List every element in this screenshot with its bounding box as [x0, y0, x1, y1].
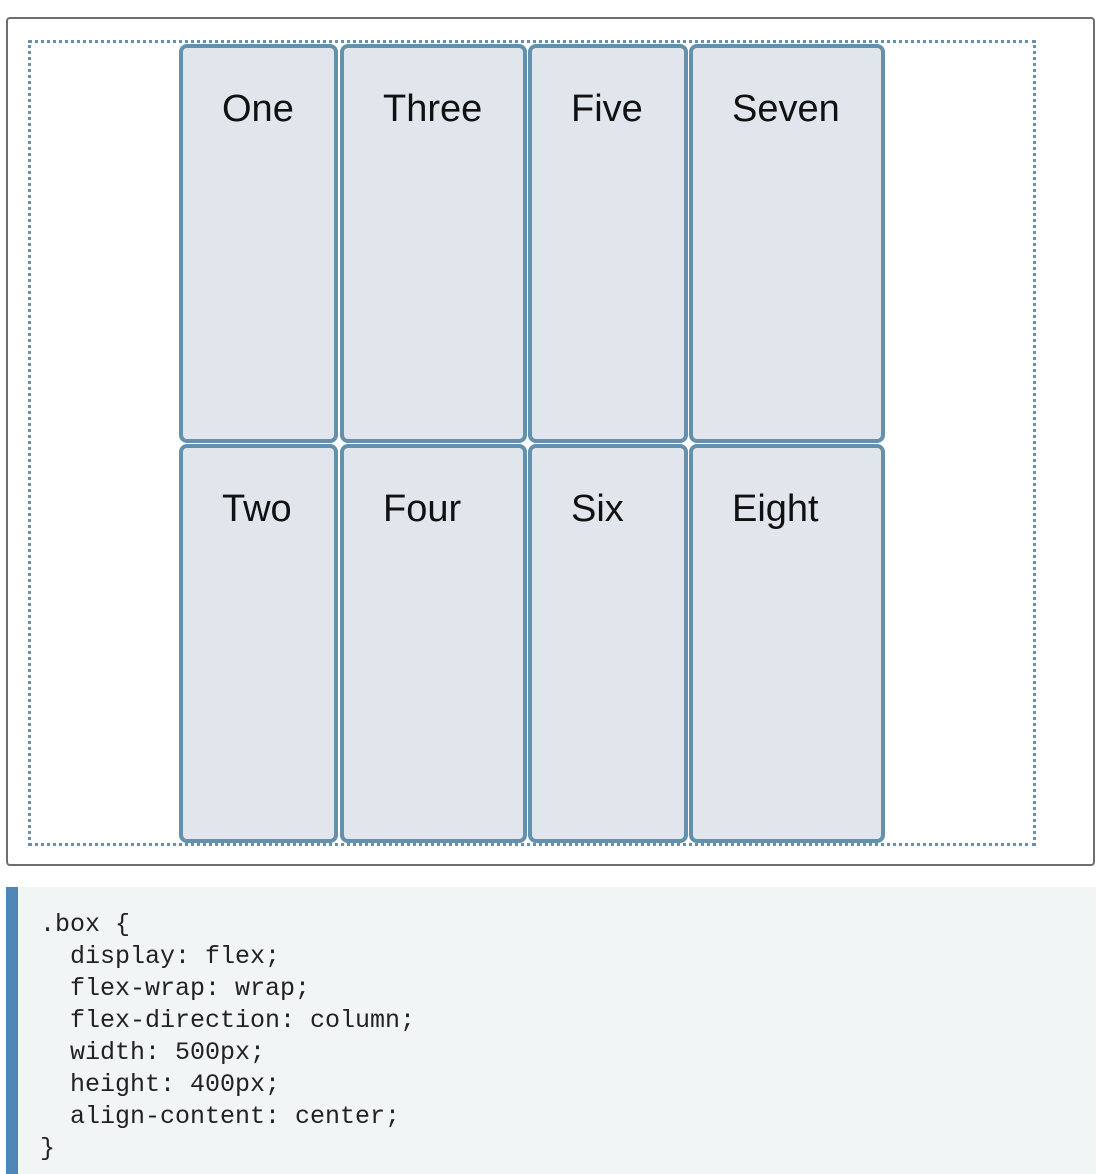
code-line: height: 400px; — [40, 1070, 281, 1099]
flex-item-label: Seven — [732, 88, 840, 130]
flex-item-eight: Eight — [689, 444, 885, 843]
flex-item-one: One — [179, 44, 338, 443]
flex-item-label: Five — [571, 88, 643, 130]
flex-item-label: Eight — [732, 488, 819, 530]
flex-item-six: Six — [528, 444, 688, 843]
code-line: display: flex; — [40, 942, 281, 971]
code-line: align-content: center; — [40, 1102, 401, 1131]
flex-item-label: Three — [383, 88, 483, 130]
flex-item-three: Three — [340, 44, 527, 443]
flex-container-box — [28, 40, 1036, 846]
flex-item-label: Six — [571, 488, 624, 530]
flex-item-seven: Seven — [689, 44, 885, 443]
flex-item-two: Two — [179, 444, 338, 843]
code-line: flex-wrap: wrap; — [40, 974, 311, 1003]
code-line: .box { — [40, 910, 131, 939]
code-line: flex-direction: column; — [40, 1006, 416, 1035]
flex-item-label: Two — [222, 488, 292, 530]
flex-item-label: One — [222, 88, 294, 130]
flex-item-label: Four — [383, 488, 462, 530]
flex-item-five: Five — [528, 44, 688, 443]
code-line: } — [40, 1134, 56, 1163]
example-output-frame: One Two Three Four Five Six Seven Eight — [6, 17, 1095, 866]
css-code-block: .box { display: flex; flex-wrap: wrap; f… — [6, 887, 1096, 1174]
code-line: width: 500px; — [40, 1038, 266, 1067]
flex-item-four: Four — [340, 444, 527, 843]
